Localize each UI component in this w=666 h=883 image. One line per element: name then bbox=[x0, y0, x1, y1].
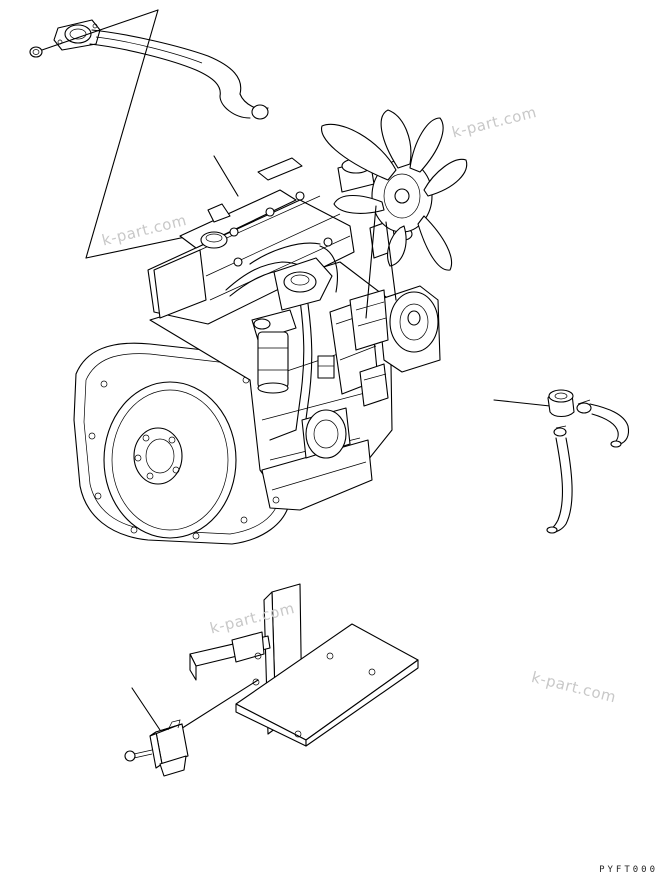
hose-with-clamp bbox=[493, 389, 630, 534]
fan-icon bbox=[321, 109, 468, 271]
relay-bracket bbox=[175, 583, 419, 747]
relay bbox=[124, 687, 189, 777]
small-clamp-icon bbox=[553, 425, 567, 437]
engine-assembly bbox=[73, 109, 468, 545]
screw-icon bbox=[124, 749, 153, 762]
drawing-code: PYFT000 bbox=[599, 865, 658, 875]
hose-clamp-icon bbox=[576, 399, 592, 414]
radiator-hose-upper bbox=[29, 9, 269, 259]
bolt-icon bbox=[29, 46, 43, 58]
